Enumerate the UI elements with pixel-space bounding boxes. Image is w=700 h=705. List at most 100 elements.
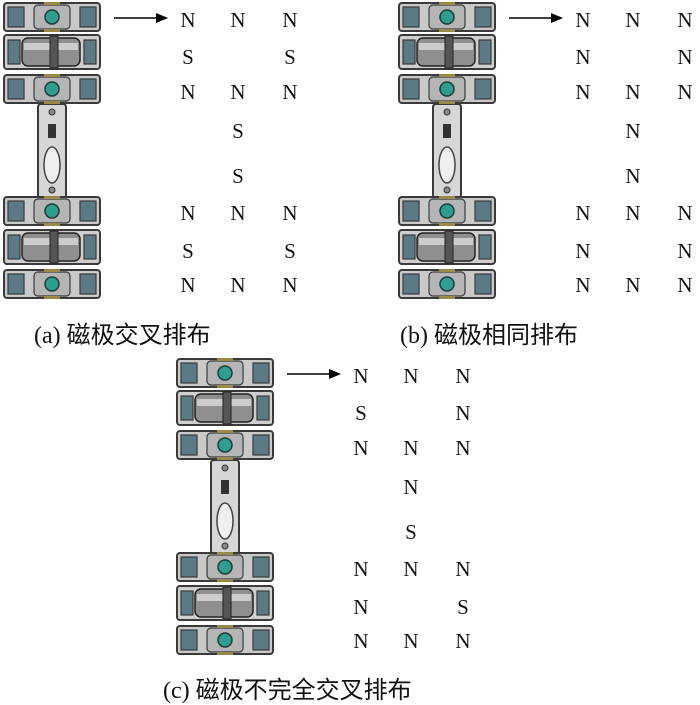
pole-label: N [625,80,641,104]
magnet-pad [474,273,492,295]
pole-label: N [282,201,298,225]
pole-label: S [232,164,244,188]
magnet-pad [7,78,25,100]
magnet-pad [7,6,25,28]
top-module [176,358,274,388]
magnet-pad [256,590,270,616]
upper-module [398,74,496,104]
pole-label: N [282,8,298,32]
magnet-pad [7,200,25,222]
pole-label: S [284,45,296,69]
pole-label: N [677,8,693,32]
link-plate [210,459,240,555]
lower-module [176,552,274,582]
pole-label: N [353,557,369,581]
magnet-pad [402,6,420,28]
top-motor-module [398,34,496,70]
pole-label: N [455,436,471,460]
pole-label: N [180,80,196,104]
magnet-pad [256,395,270,421]
magnet-pad [180,434,198,456]
magnetic-wheel [44,9,60,25]
top-module [3,2,101,32]
pole-label: N [403,557,419,581]
magnet-pad [402,78,420,100]
top-module [398,2,496,32]
pole-label: S [182,239,194,263]
magnet-pad [474,200,492,222]
upper-module [176,430,274,460]
magnet-pad [180,629,198,651]
magnetic-wheel [217,437,233,453]
pole-label: N [180,273,196,297]
pole-label: N [455,629,471,653]
magnet-pad [180,395,194,421]
lower-module [398,196,496,226]
magnet-pad [180,556,198,578]
pole-label: S [182,45,194,69]
link-knob [438,146,456,184]
pole-label: N [403,364,419,388]
pole-label: N [455,401,471,425]
magnet-pad [478,39,492,65]
pole-label: N [677,80,693,104]
pole-label: N [230,8,246,32]
pointer-arrow [114,13,168,23]
link-plate [37,103,67,199]
pole-label: N [625,273,641,297]
pole-label: N [677,201,693,225]
magnetic-wheel [217,632,233,648]
pole-label: N [230,201,246,225]
robot-diagram [176,358,341,655]
magnet-pad [79,6,97,28]
bottom-motor-module [176,585,274,621]
pole-label: S [284,239,296,263]
pole-label: S [355,401,367,425]
link-knob [216,502,234,540]
pole-label: N [230,80,246,104]
magnet-pad [252,362,270,384]
pole-label: N [403,436,419,460]
magnetic-wheel [217,365,233,381]
magnet-pad [79,78,97,100]
robot-diagram [3,2,168,299]
pole-label: N [353,436,369,460]
magnetic-wheel [439,81,455,97]
magnetic-wheel [439,9,455,25]
magnet-pad [252,434,270,456]
pole-label: N [455,364,471,388]
magnet-pad [474,78,492,100]
pole-label: N [403,475,419,499]
pole-label: N [575,80,591,104]
pointer-arrow [287,369,341,379]
top-motor-module [3,34,101,70]
magnet-pad [478,234,492,260]
magnet-pad [180,590,194,616]
pole-label: N [403,629,419,653]
pole-label: N [282,80,298,104]
magnet-pad [79,200,97,222]
bottom-module [176,625,274,655]
magnet-pad [180,362,198,384]
magnet-pad [83,39,97,65]
pole-label: N [353,364,369,388]
magnet-pad [252,556,270,578]
pole-label: N [677,239,693,263]
pole-label: S [457,595,469,619]
pole-label: N [282,273,298,297]
pole-label: N [625,8,641,32]
pole-label: N [353,595,369,619]
bottom-module [398,269,496,299]
pole-label: N [575,239,591,263]
pole-label: S [405,520,417,544]
caption-a: (a) 磁极交叉排布 [34,323,211,349]
magnet-pad [252,629,270,651]
magnetic-wheel [44,203,60,219]
pole-label: N [625,119,641,143]
lower-module [3,196,101,226]
pole-label: N [575,8,591,32]
caption-c: (c) 磁极不完全交叉排布 [163,678,412,704]
